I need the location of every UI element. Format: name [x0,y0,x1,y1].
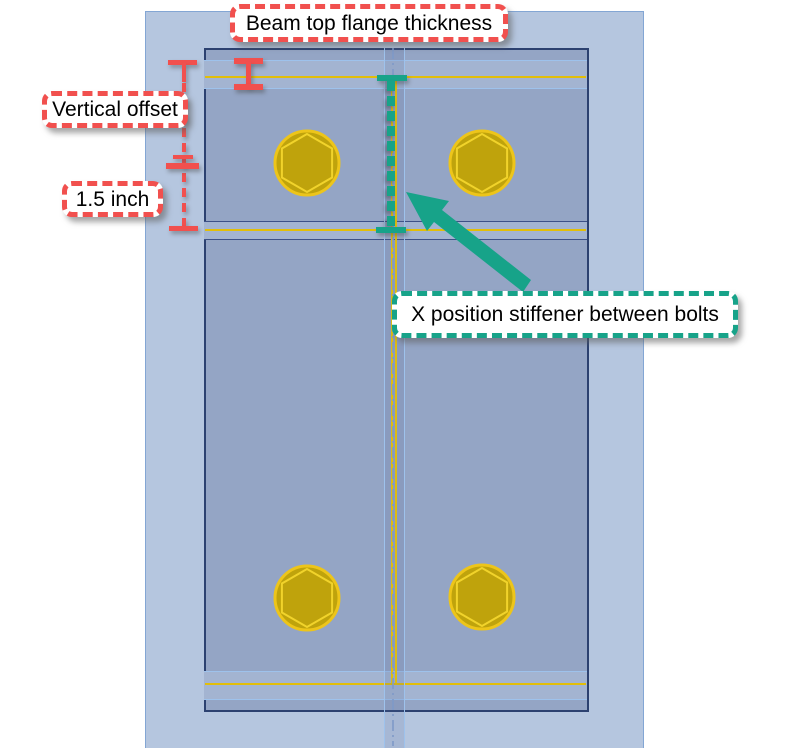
callout-stiffener-position: X position stiffener between bolts [392,291,738,338]
callout-offset-value: 1.5 inch [62,181,163,217]
stiffener-cap-bottom[interactable] [376,227,406,233]
callout-beam-top-flange-thickness: Beam top flange thickness [230,4,508,42]
callout-vertical-offset: Vertical offset [42,91,188,128]
vertical-centerline [392,48,394,746]
flange-thickness-mark-bottom [234,84,263,90]
stiffener-dashed-line[interactable] [387,81,395,227]
flange-thickness-mark-stem [246,62,251,87]
callout-offset-value-label: 1.5 inch [75,187,150,211]
flange-highlight-line-bottom [205,683,586,685]
dimension-cap-top [168,60,197,65]
callout-beam-top-flange-thickness-label: Beam top flange thickness [245,11,493,35]
flange-thickness-mark-top [234,58,263,64]
dimension-cap-bottom [169,226,198,231]
callout-vertical-offset-label: Vertical offset [52,98,178,121]
dimension-tick-small [173,155,193,159]
stiffener-cap-top[interactable] [377,75,407,81]
dimension-tick-large [166,163,199,169]
web-highlight-line-right [395,78,397,683]
dimension-stem [182,63,186,82]
callout-stiffener-position-label: X position stiffener between bolts [411,303,719,326]
